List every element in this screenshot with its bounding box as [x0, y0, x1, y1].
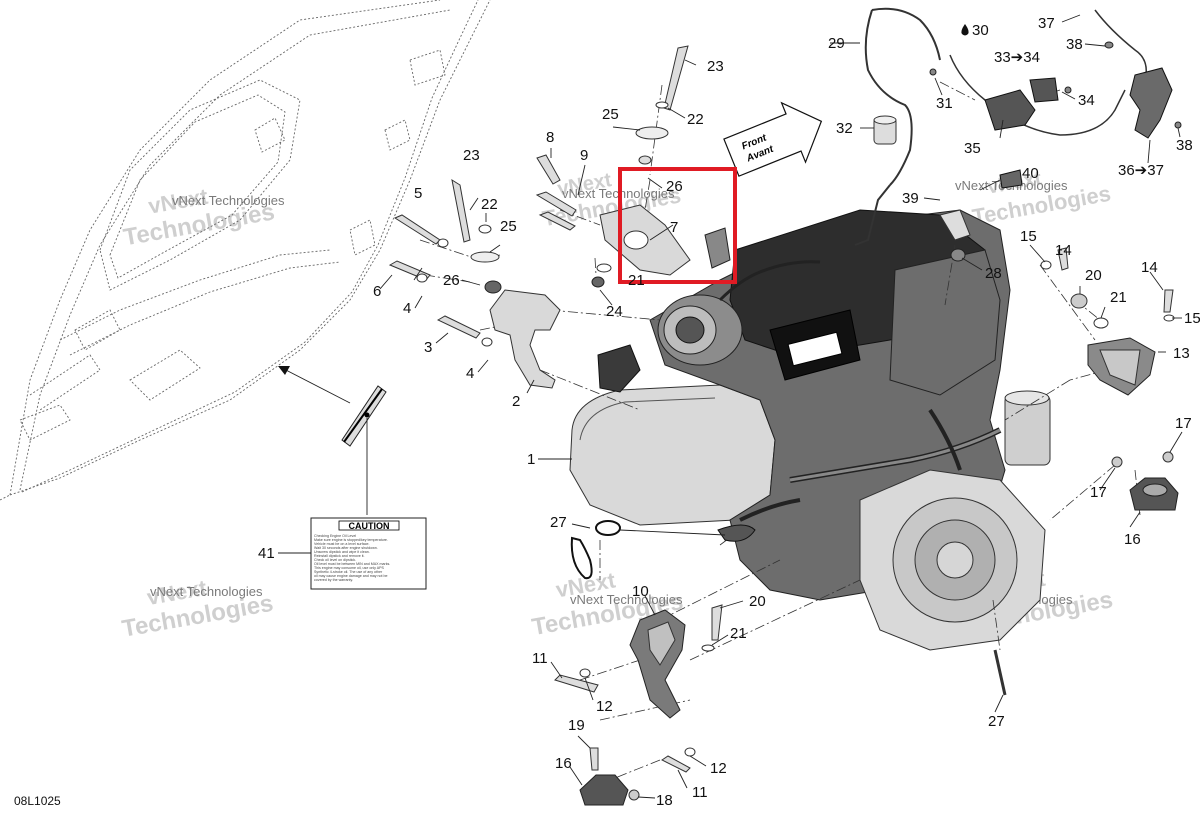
callout-40: 40 — [1022, 165, 1039, 182]
vehicle-frame-outline — [0, 0, 491, 501]
callout-25b: 25 — [500, 218, 517, 235]
watermark-small-bottom-left: vNext Technologies — [150, 584, 263, 599]
callout-7: 7 — [670, 219, 678, 236]
callout-3: 3 — [424, 339, 432, 356]
clamps — [570, 520, 756, 580]
right-lower-mount — [1111, 451, 1179, 511]
callout-4b: 4 — [466, 365, 474, 382]
callout-30: 30 — [972, 22, 989, 39]
callout-22a: 22 — [687, 111, 704, 128]
callout-11b: 11 — [692, 784, 708, 801]
highlight-box — [618, 167, 737, 284]
callout-34: 34 — [1078, 92, 1095, 109]
callout-5: 5 — [414, 185, 422, 202]
callout-24: 24 — [606, 303, 623, 320]
oil-drop-icon — [961, 24, 969, 36]
callout-23a: 23 — [707, 58, 724, 75]
callout-12b: 12 — [710, 760, 727, 777]
callout-18: 18 — [656, 792, 673, 809]
callout-33-34: 33➔34 — [994, 49, 1040, 66]
caution-title: CAUTION — [349, 521, 390, 531]
callout-9: 9 — [580, 147, 588, 164]
callout-16b: 16 — [555, 755, 572, 772]
callout-26b: 26 — [443, 272, 460, 289]
callout-14b: 14 — [1141, 259, 1158, 276]
callout-labels: 1 2 3 4 4 5 6 7 8 9 10 11 11 12 12 13 14… — [258, 15, 1200, 809]
callout-13: 13 — [1173, 345, 1190, 362]
callout-36-37: 36➔37 — [1118, 162, 1164, 179]
caution-line-7: Check oil level on dipstick. — [314, 558, 356, 562]
callout-41: 41 — [258, 545, 275, 562]
callout-38a: 38 — [1066, 36, 1083, 53]
caution-line-2: Make sure engine is stopped/key temperat… — [314, 538, 388, 542]
callout-12a: 12 — [596, 698, 613, 715]
callout-20a: 20 — [1085, 267, 1102, 284]
callout-15a: 15 — [1020, 228, 1037, 245]
callout-28: 28 — [985, 265, 1002, 282]
left-engine-mount — [388, 178, 561, 389]
callout-14a: 14 — [1055, 242, 1072, 259]
callout-20b: 20 — [749, 593, 766, 610]
callout-39: 39 — [902, 190, 919, 207]
caution-line-8: Oil level must be between MIN and MAX ma… — [314, 562, 390, 566]
callout-19: 19 — [568, 717, 585, 734]
caution-decal: CAUTION Checking Engine Oil Level Make s… — [310, 517, 427, 590]
caution-line-5: Unscrew dipstick and wipe it clean. — [314, 550, 370, 554]
front-direction-arrow: Front Avant — [723, 101, 823, 177]
callout-11a: 11 — [532, 650, 548, 667]
caution-line-11: oil may cause engine damage and may not … — [314, 574, 388, 578]
callout-17a: 17 — [1175, 415, 1192, 432]
caution-line-9: This engine may consume oil, use only AP… — [314, 566, 385, 570]
top-right-components — [854, 7, 1182, 262]
decal-tag — [341, 385, 387, 515]
diagram-reference-code: 08L1025 — [14, 794, 61, 808]
callout-17b: 17 — [1090, 484, 1107, 501]
bottom-engine-bracket — [554, 604, 723, 806]
callout-32: 32 — [836, 120, 853, 137]
callout-27a: 27 — [550, 514, 567, 531]
callout-26a: 26 — [666, 178, 683, 195]
callout-21a: 21 — [1110, 289, 1127, 306]
callout-25a: 25 — [602, 106, 619, 123]
caution-line-10: Synthetic 4-stroke oil. The use of any o… — [314, 570, 383, 574]
callout-38b: 38 — [1176, 137, 1193, 154]
watermark-small-top-left: vNext Technologies — [172, 193, 285, 208]
callout-21c: 21 — [628, 272, 645, 289]
callout-31: 31 — [936, 95, 953, 112]
engine-assembly — [569, 209, 1051, 696]
callout-37: 37 — [1038, 15, 1055, 32]
caution-line-1: Checking Engine Oil Level — [314, 534, 356, 538]
caution-line-3: Vehicle must be on a level surface. — [314, 542, 370, 546]
leader-lines — [278, 14, 1183, 799]
right-engine-mount — [1040, 247, 1175, 396]
callout-8: 8 — [546, 129, 554, 146]
callout-1: 1 — [527, 451, 535, 468]
callout-22b: 22 — [481, 196, 498, 213]
callout-4a: 4 — [403, 300, 411, 317]
callout-2: 2 — [512, 393, 520, 410]
callout-35: 35 — [964, 140, 981, 157]
callout-15b: 15 — [1184, 310, 1200, 327]
callout-21b: 21 — [730, 625, 747, 642]
frame-direction-arrow — [278, 366, 351, 404]
callout-27b: 27 — [988, 713, 1005, 730]
callout-29: 29 — [828, 35, 845, 52]
watermark-small-center-bottom: vNext Technologies — [570, 592, 683, 607]
caution-line-12: covered by the warranty. — [314, 578, 353, 582]
caution-line-4: Wait 30 seconds after engine shutdown. — [314, 546, 378, 550]
callout-23b: 23 — [463, 147, 480, 164]
callout-6: 6 — [373, 283, 381, 300]
center-top-bracket — [535, 45, 731, 288]
callout-16a: 16 — [1124, 531, 1141, 548]
caution-line-6: Reinstall dipstick and remove it. — [314, 554, 365, 558]
callout-10: 10 — [632, 583, 649, 600]
